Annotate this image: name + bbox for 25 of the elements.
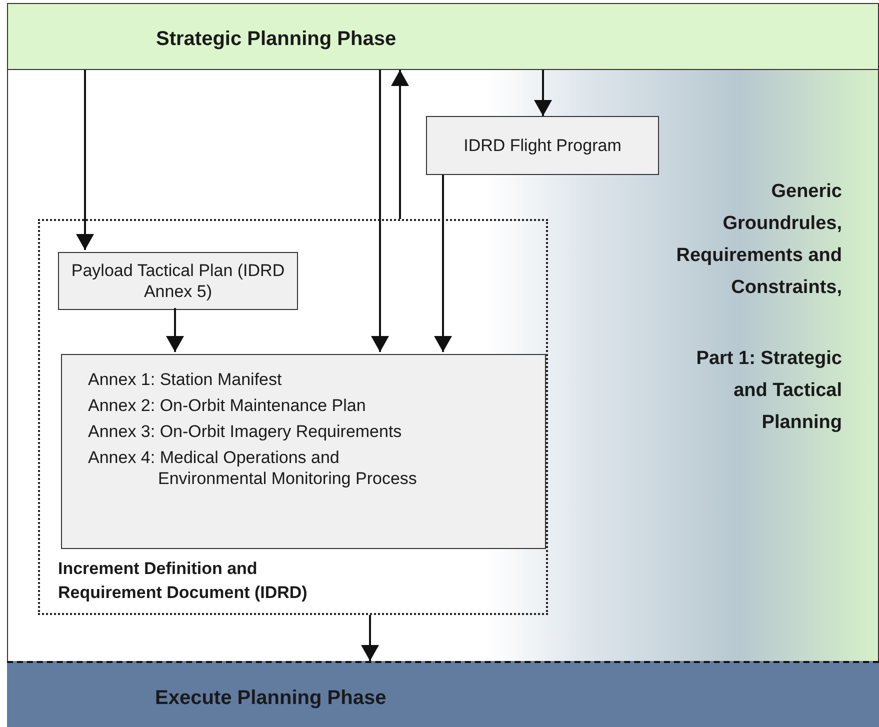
- phase-title: Strategic Planning Phase: [156, 27, 396, 52]
- annex-item: Annex 3: On-Orbit Imagery Requirements: [88, 421, 403, 442]
- arrow: [371, 70, 389, 352]
- phase-band: [7, 661, 879, 727]
- side-note: Part 1: Strategic and Tactical Planning: [695, 347, 842, 435]
- panel-background: [7, 70, 879, 661]
- annex-item: Annex 1: Station Manifest: [88, 369, 283, 390]
- dotted-group-box: [38, 219, 548, 615]
- annex-item: Annex 4: Medical Operations and Environmental Monitoring Process: [88, 447, 418, 489]
- arrow: [76, 70, 94, 250]
- annex-box: [61, 354, 546, 549]
- phase-band: [7, 3, 879, 70]
- group-title: Increment Definition and Requirement Document (IDRD): [58, 558, 308, 604]
- process-box: [426, 116, 659, 175]
- arrow: [391, 70, 409, 219]
- arrow: [434, 175, 452, 352]
- box-label: Payload Tactical Plan (IDRD Annex 5): [70, 260, 286, 302]
- arrow: [166, 308, 184, 352]
- arrow: [361, 615, 379, 661]
- process-box: [58, 252, 298, 310]
- phase-title: Execute Planning Phase: [155, 686, 386, 711]
- arrow: [534, 70, 552, 116]
- annex-item: Annex 2: On-Orbit Maintenance Plan: [88, 395, 367, 416]
- side-note: Generic Groundrules, Requirements and Constraints,: [675, 180, 842, 300]
- box-label: IDRD Flight Program: [464, 135, 622, 156]
